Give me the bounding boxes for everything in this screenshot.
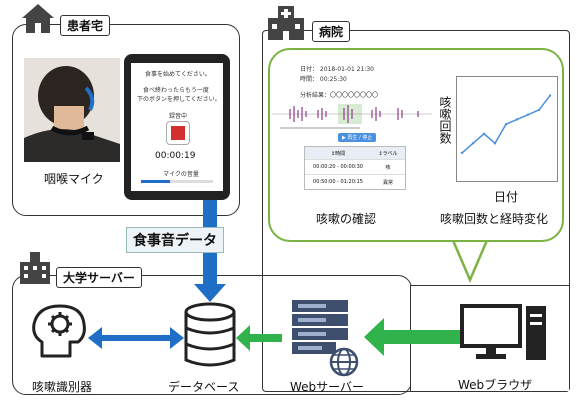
tablet-status: 録音中 [169,113,188,120]
stop-icon [171,126,185,140]
cough-table: ↕時間 ↕ラベル 00:00:20 - 00:00:30 咳 00:50:00 … [304,146,406,190]
tablet-line1: 食事を始めてください。 [145,71,211,78]
trend-chart-ylabel: 咳嗽回数 [438,96,452,144]
cough-classifier-label: 咳嗽識別器 [32,380,93,394]
table-header-time[interactable]: ↕時間 [330,150,346,157]
detail-date: 日付： 2018-01-01 21:30 [300,66,374,73]
tablet-screen: 食事を始めてください。 食べ終わったらもう一度 下のボタンを押してください。 録… [131,63,223,191]
detail-time: 時間： 00:25:30 [300,76,347,83]
throat-mic-caption: 咽喉マイク [44,172,104,186]
tablet-volume-label: マイクの音量 [163,171,199,178]
tablet-timer: 00:00:19 [155,151,196,161]
trend-chart-caption: 咳嗽回数と経時変化 [440,212,549,226]
patient-photo [24,58,120,162]
hospital-frame [262,30,570,392]
hospital-label: 病院 [312,21,351,42]
patient-home-label: 患者宅 [60,15,111,36]
web-server-label: Webサーバー [290,380,365,394]
tablet-line2: 食べ終わったらもう一度 [143,87,209,94]
tablet-device: 食事を始めてください。 食べ終わったらもう一度 下のボタンを押してください。 録… [124,54,230,200]
cough-confirm-caption: 咳嗽の確認 [316,212,377,226]
trend-chart-xlabel: 日付 [494,190,519,204]
university-server-label: 大学サーバー [56,267,142,288]
table-row[interactable]: 00:50:00 - 01:20:15 異常 [305,174,405,189]
detail-result: 分析結果：〇〇〇〇〇〇〇〇 [300,92,379,99]
food-sound-data-label: 食事音データ [126,227,224,253]
table-row[interactable]: 00:00:20 - 00:00:30 咳 [305,159,405,174]
record-stop-button[interactable] [166,121,190,145]
table-header-label[interactable]: ↕ラベル [378,150,398,157]
play-stop-button[interactable]: ▶ 再生 / 停止 [338,133,377,142]
volume-meter [141,180,213,183]
trend-chart-box [456,76,558,182]
tablet-line3: 下のボタンを押してください。 [137,96,221,103]
database-label: データベース [168,380,240,394]
web-browser-label: Webブラウザ [458,378,533,392]
